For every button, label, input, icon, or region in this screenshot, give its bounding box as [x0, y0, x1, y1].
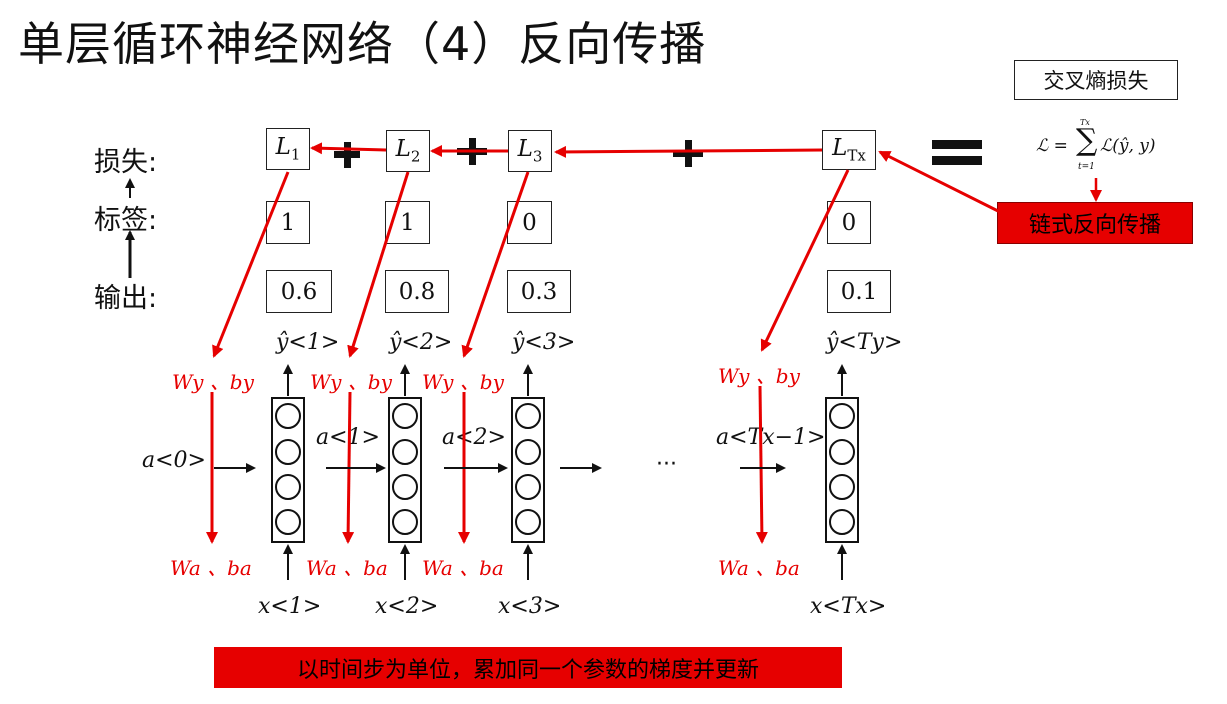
chain-backprop-label: 链式反向传播: [997, 202, 1193, 244]
wy-by-3: Wy 、by: [422, 370, 504, 394]
arrow-l3-to-wy: [461, 171, 530, 358]
arrow-wy-to-wa-tx: [755, 385, 768, 544]
arrow-l1-to-wy: [212, 171, 290, 358]
wy-by-2: Wy 、by: [310, 370, 392, 394]
arrow-ltx-to-l3: [554, 145, 823, 158]
a-tx-minus-1: a<Tx−1>: [716, 425, 826, 450]
loss-box-1: L1: [266, 128, 310, 170]
output-box-1: 0.6: [266, 270, 332, 313]
row-label-loss: 损失:: [94, 147, 158, 178]
x-2: x<2>: [375, 594, 439, 619]
ellipsis: ···: [656, 452, 677, 477]
equals-icon: [932, 140, 982, 165]
rnn-cell-2: [388, 397, 422, 543]
wy-by-tx: Wy 、by: [718, 364, 800, 388]
x-tx: x<Tx>: [810, 594, 887, 619]
rnn-cell-1: [271, 397, 305, 543]
a-2: a<2>: [442, 425, 506, 450]
cross-entropy-formula: ℒ = Tx ∑ t=1 ℒ(ŷ, y): [1036, 118, 1156, 172]
wa-ba-3: Wa 、ba: [422, 556, 504, 580]
y-hat-2: ŷ<2>: [389, 330, 453, 355]
wa-ba-2: Wa 、ba: [306, 556, 388, 580]
a-0: a<0>: [142, 448, 206, 473]
label-box-tx: 0: [827, 201, 871, 244]
loss-box-3: L3: [508, 130, 552, 172]
rnn-cell-3: [511, 397, 545, 543]
output-box-3: 0.3: [507, 270, 571, 313]
plus-icon: [334, 138, 703, 168]
rnn-cell-tx: [825, 397, 859, 543]
arrow-l2-to-l1: [310, 142, 387, 155]
x-3: x<3>: [498, 594, 562, 619]
y-hat-1: ŷ<1>: [276, 330, 340, 355]
row-label-output: 输出:: [94, 283, 158, 314]
wa-ba-tx: Wa 、ba: [718, 556, 800, 580]
cross-entropy-title: 交叉熵损失: [1014, 60, 1178, 100]
footer-note: 以时间步为单位，累加同一个参数的梯度并更新: [214, 647, 842, 688]
x-1: x<1>: [258, 594, 322, 619]
output-box-tx: 0.1: [827, 270, 891, 313]
output-box-2: 0.8: [385, 270, 449, 313]
wy-by-1: Wy 、by: [172, 370, 254, 394]
arrow-l2-to-wy: [347, 171, 410, 358]
arrow-chain-to-ltx: [878, 150, 1001, 214]
loss-box-2: L2: [386, 130, 430, 172]
loss-box-tx: LTx: [822, 130, 876, 170]
y-hat-ty: ŷ<Ty>: [826, 330, 903, 355]
label-box-3: 0: [507, 201, 552, 244]
y-hat-3: ŷ<3>: [512, 330, 576, 355]
page-title: 单层循环神经网络（4）反向传播: [18, 17, 707, 71]
arrow-ltx-to-wy: [760, 169, 850, 352]
wa-ba-1: Wa 、ba: [170, 556, 252, 580]
